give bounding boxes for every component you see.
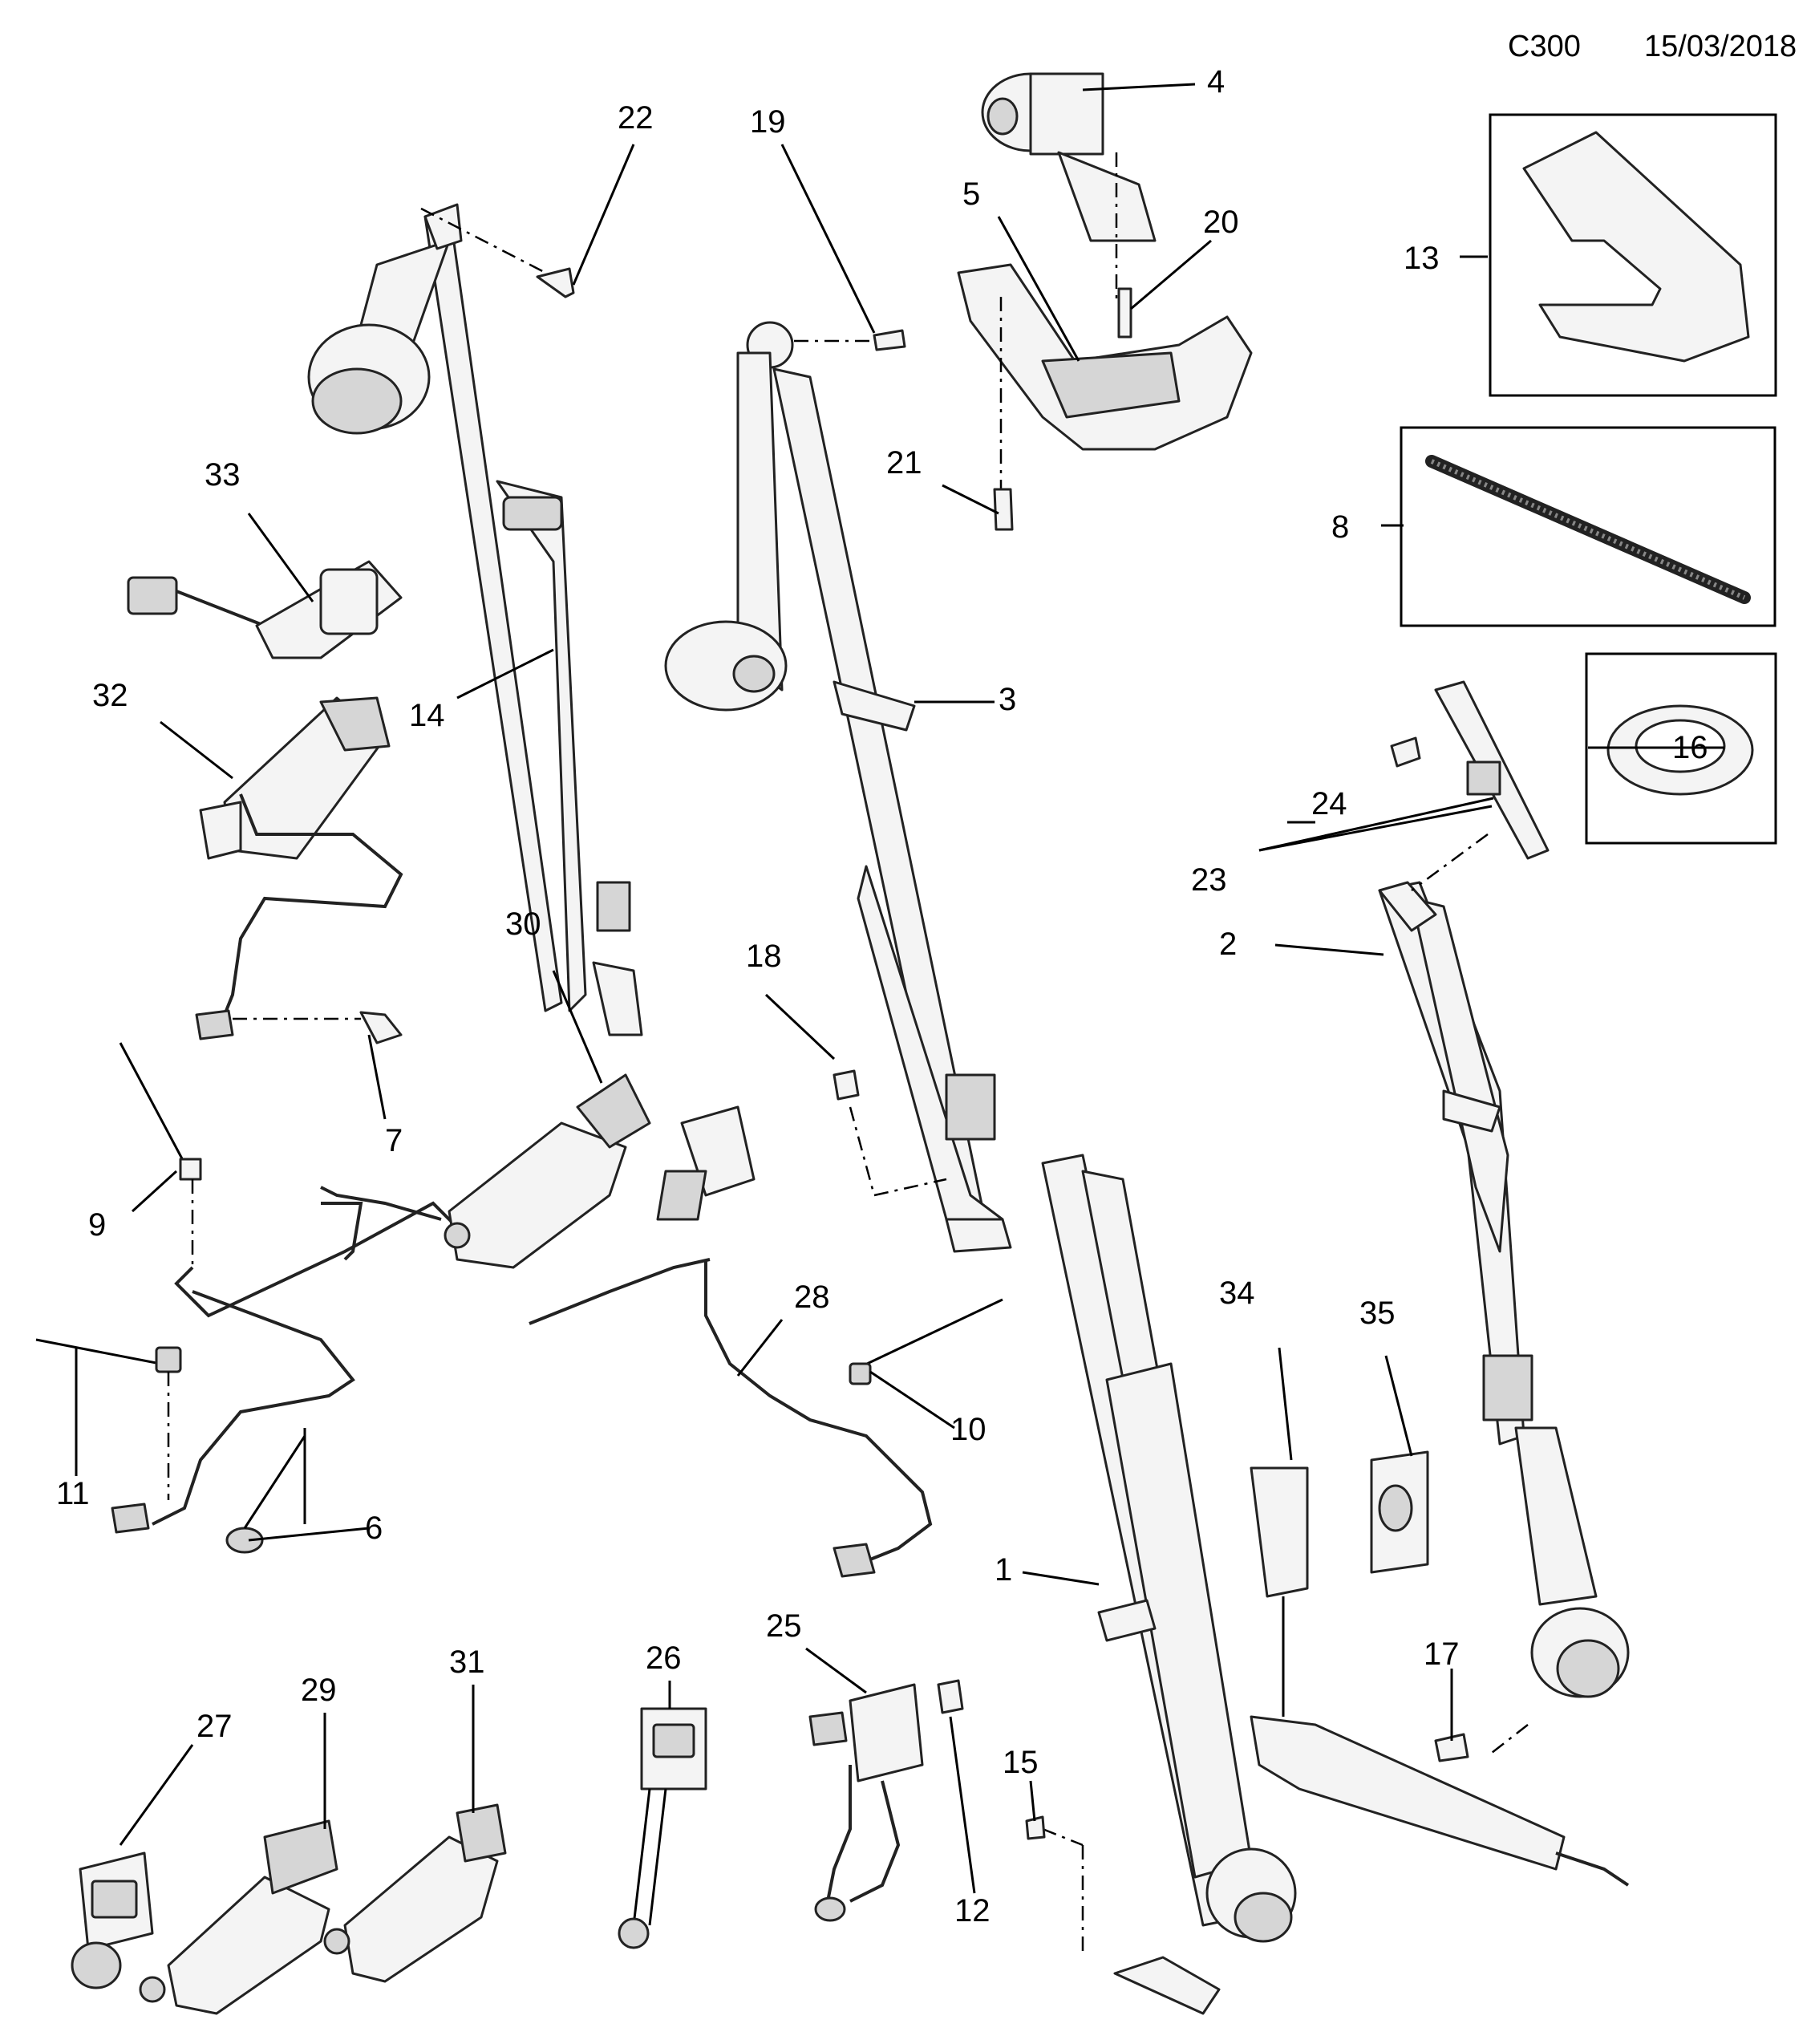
callout-5: 5 <box>962 176 980 212</box>
callout-18: 18 <box>746 939 782 974</box>
callout-7: 7 <box>385 1123 403 1158</box>
diagram-code: C300 <box>1508 30 1581 63</box>
callout-31: 31 <box>449 1645 485 1680</box>
callout-15: 15 <box>1003 1745 1039 1780</box>
callout-9: 9 <box>88 1207 106 1243</box>
callout-13: 13 <box>1404 241 1440 276</box>
part-28-harness <box>529 1105 1003 1578</box>
part-27-buckle <box>71 1851 154 1989</box>
callout-14: 14 <box>409 698 445 733</box>
callout-28: 28 <box>794 1280 830 1315</box>
part-5-bracket <box>957 263 1253 451</box>
callout-4: 4 <box>1207 64 1225 99</box>
diagram-date: 15/03/2018 <box>1644 30 1797 63</box>
callout-26: 26 <box>646 1640 682 1676</box>
callout-30: 30 <box>505 906 541 942</box>
callout-2: 2 <box>1219 927 1237 962</box>
callout-27: 27 <box>196 1709 233 1744</box>
callout-33: 33 <box>205 457 241 493</box>
callout-1: 1 <box>995 1552 1012 1588</box>
callout-8: 8 <box>1331 509 1349 545</box>
callout-35: 35 <box>1359 1296 1396 1331</box>
callout-3: 3 <box>999 682 1016 717</box>
callout-22: 22 <box>618 100 654 136</box>
part-1-belt-assembly <box>1041 1154 1297 2015</box>
part-32-buckle <box>199 696 391 860</box>
part-35-sensor <box>1370 1450 1429 1574</box>
callout-16: 16 <box>1672 730 1708 765</box>
callout-19: 19 <box>750 104 786 140</box>
part-30-buckle <box>320 1073 651 1269</box>
part-34-buckle <box>1250 1466 1630 1887</box>
callout-21: 21 <box>886 445 922 481</box>
callout-20: 20 <box>1203 205 1239 240</box>
callout-11: 11 <box>56 1476 90 1511</box>
callout-23: 23 <box>1191 862 1227 898</box>
callout-24: 24 <box>1311 786 1347 821</box>
part-29-buckle <box>139 1819 338 2015</box>
callout-17: 17 <box>1424 1636 1460 1672</box>
part-14-belt-assembly <box>307 203 643 1036</box>
callout-12: 12 <box>954 1893 991 1928</box>
part-25-buckle <box>808 1683 924 1922</box>
callout-6: 6 <box>365 1511 383 1546</box>
part-4-retractor <box>981 72 1157 242</box>
part-23-height-adjuster <box>1434 680 1550 860</box>
part-31-buckle <box>323 1803 507 1983</box>
callout-32: 32 <box>92 678 128 713</box>
callout-34: 34 <box>1219 1275 1255 1311</box>
callout-10: 10 <box>950 1412 986 1447</box>
part-3-belt-assembly <box>664 321 1012 1253</box>
callout-labels: 1 2 3 4 5 6 7 8 9 10 11 12 13 14 15 16 1… <box>56 64 1708 1928</box>
callout-29: 29 <box>301 1673 337 1708</box>
part-26-buckle <box>618 1707 707 1949</box>
part-2-belt-assembly <box>1378 881 1630 1698</box>
part-33-buckle <box>127 560 403 659</box>
callout-25: 25 <box>766 1608 802 1644</box>
leader-lines <box>75 83 1724 1894</box>
